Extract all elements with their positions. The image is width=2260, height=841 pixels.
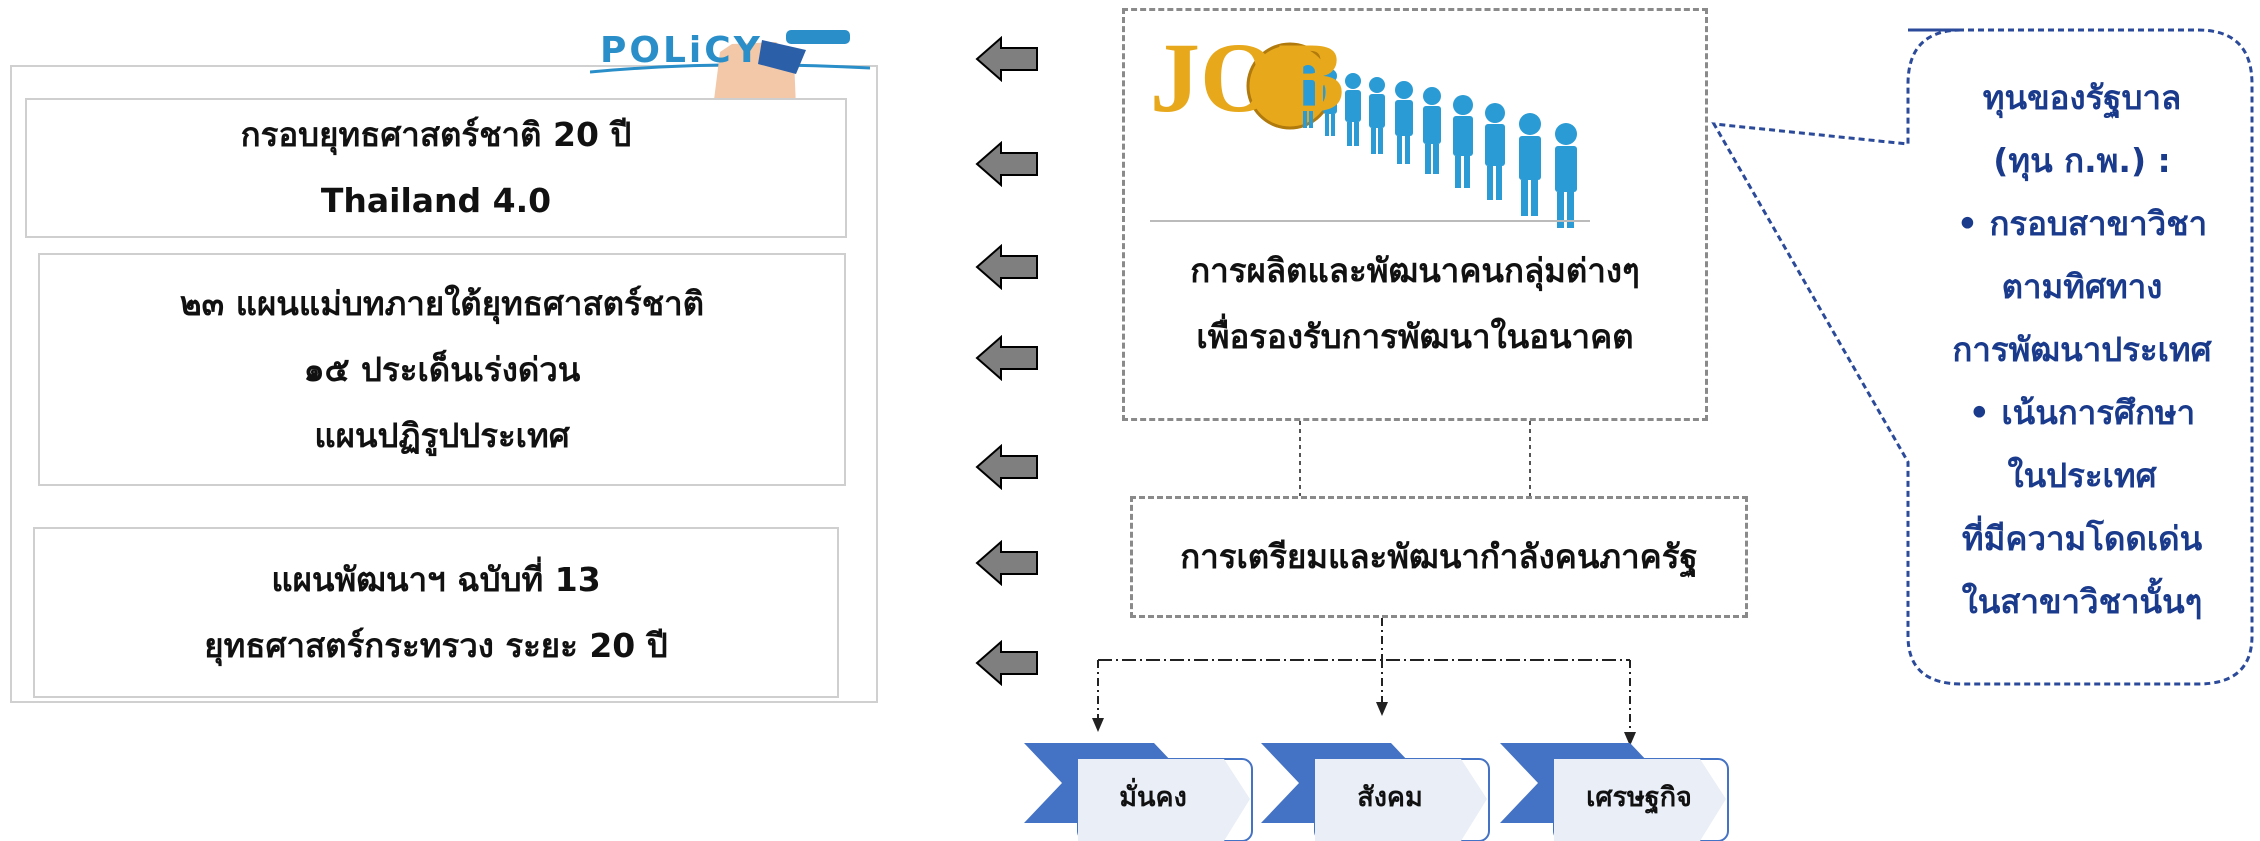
callout-content: ทุนของรัฐบาล (ทุน ก.พ.) : • กรอบสาขาวิชา…: [1912, 66, 2252, 633]
callout-line: ในประเทศ: [2007, 456, 2157, 495]
policy-box-development-plan: แผนพัฒนาฯ ฉบับที่ 13 ยุทธศาสตร์กระทรวง ร…: [33, 527, 839, 698]
policy-box-line: Thailand 4.0: [320, 181, 552, 220]
policy-box-line: แผนปฏิรูปประเทศ: [314, 415, 570, 455]
policy-box-line: กรอบยุทธศาสตร์ชาติ 20 ปี: [240, 115, 632, 154]
job-image-text: JOB: [1150, 22, 1345, 133]
left-arrow-icon: [975, 640, 1039, 686]
workforce-box: การเตรียมและพัฒนากำลังคนภาครัฐ: [1130, 496, 1748, 618]
policy-box-masterplans: ๒๓ แผนแม่บทภายใต้ยุทธศาสตร์ชาติ ๑๕ ประเด…: [38, 253, 846, 486]
job-image: [1150, 18, 1590, 228]
outcome-label: สังคม: [1357, 782, 1423, 813]
callout-title: (ทุน ก.พ.) :: [1993, 141, 2171, 180]
left-arrow-icon: [975, 36, 1039, 82]
chevron-icon: [1261, 743, 1490, 841]
job-caption: การผลิตและพัฒนาคนกลุ่มต่างๆ เพื่อรองรับก…: [1140, 238, 1690, 378]
left-arrow-icon: [975, 244, 1039, 290]
policy-logo-text: POLiCY: [600, 30, 763, 71]
policy-box-line: ๒๓ แผนแม่บทภายใต้ยุทธศาสตร์ชาติ: [179, 283, 705, 323]
callout-title: ทุนของรัฐบาล: [1982, 78, 2182, 117]
branch-lines: [1092, 618, 1636, 746]
job-caption-line: การผลิตและพัฒนาคนกลุ่มต่างๆ: [1190, 251, 1640, 290]
outcome-society: สังคม: [1261, 743, 1501, 841]
chevron-icon: [1024, 743, 1253, 841]
policy-frame: [10, 65, 878, 703]
left-arrow-icon: [975, 444, 1039, 490]
left-arrow-icon: [975, 335, 1039, 381]
callout-line: การพัฒนาประเทศ: [1952, 330, 2212, 369]
connector-lines: [1299, 421, 1531, 496]
policy-box-line: แผนพัฒนาฯ ฉบับที่ 13: [271, 559, 601, 599]
callout-line: ตามทิศทาง: [2001, 267, 2163, 306]
job-caption-line: เพื่อรองรับการพัฒนาในอนาคต: [1196, 317, 1634, 356]
callout-bullet: • กรอบสาขาวิชา: [1956, 204, 2208, 243]
callout-bullet: • เน้นการศึกษา: [1968, 393, 2196, 432]
callout-line: ที่มีความโดดเด่น: [1961, 519, 2203, 558]
left-arrow-icon: [975, 540, 1039, 586]
policy-box-strategy: กรอบยุทธศาสตร์ชาติ 20 ปี Thailand 4.0: [25, 98, 847, 238]
job-people-icon: [1150, 42, 1590, 228]
outcome-economy: เศรษฐกิจ: [1500, 743, 1740, 841]
policy-box-line: ยุทธศาสตร์กระทรวง ระยะ 20 ปี: [204, 625, 668, 665]
policy-box-line: ๑๕ ประเด็นเร่งด่วน: [303, 349, 581, 389]
chevron-icon: [1500, 743, 1729, 841]
job-development-box: [1122, 8, 1708, 421]
outcome-security: มั่นคง: [1024, 743, 1264, 841]
callout-bubble: [1711, 28, 2254, 686]
left-arrow-icon: [975, 141, 1039, 187]
outcome-label: เศรษฐกิจ: [1586, 782, 1692, 813]
callout-line: ในสาขาวิชานั้นๆ: [1961, 582, 2203, 621]
outcome-label: มั่นคง: [1119, 782, 1187, 813]
